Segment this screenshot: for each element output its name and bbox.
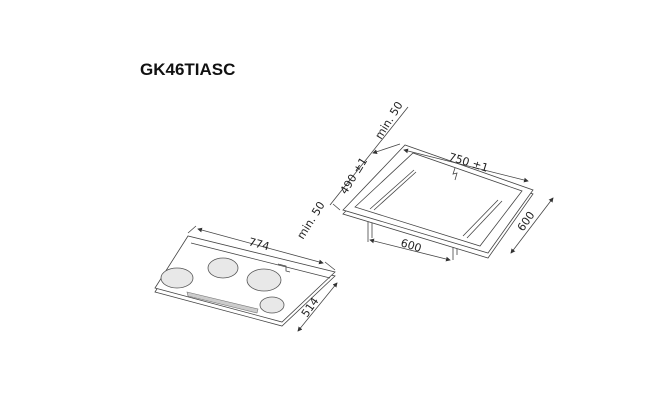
clearance-back-label: min. 50 [373, 99, 406, 141]
clearance-front-label: min. 50 [295, 199, 328, 241]
cooktop: 774 514 [154, 225, 338, 332]
burner [160, 267, 194, 289]
cooktop-width-label: 774 [247, 235, 271, 253]
burner [259, 296, 285, 314]
cutout-frame: 750 ±1 600 600 min. 50 490 ±1 min. 50 [295, 99, 554, 262]
burner [246, 268, 282, 292]
burner [207, 257, 239, 279]
control-strip [186, 291, 259, 314]
model-title: GK46TIASC [140, 60, 236, 79]
frame-width-label: 600 [399, 236, 423, 255]
